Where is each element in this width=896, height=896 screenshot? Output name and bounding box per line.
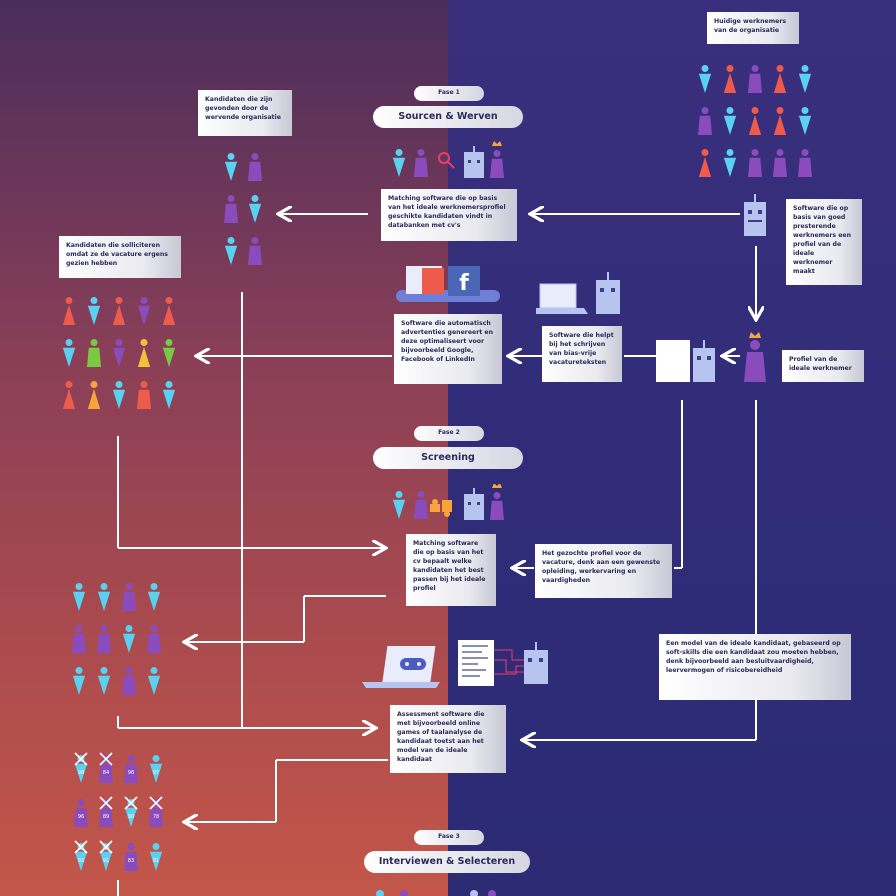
profile-robot-icon <box>744 194 766 236</box>
writing-robot-icon <box>693 340 715 382</box>
box-profiel-ideale-werknemer: Profiel van de ideale werknemer <box>782 350 864 382</box>
box-kandidaten-gevonden: Kandidaten die zijn gevonden door de wer… <box>198 90 292 136</box>
box-model-ideale-kandidaat: Een model van de ideale kandidaat, gebas… <box>659 634 851 700</box>
text-analysis-illustration <box>458 640 548 686</box>
score-label: 90 <box>128 814 134 820</box>
screening-illustration <box>392 484 504 520</box>
score-figure: 98 <box>74 755 88 783</box>
facebook-icon: f <box>448 266 480 296</box>
vacancy-document-icon <box>656 340 690 382</box>
screened-candidates-group <box>72 583 161 695</box>
interview-illustration-partial <box>376 890 496 896</box>
score-label: 84 <box>103 770 109 776</box>
score-label: 98 <box>78 770 84 776</box>
box-kandidaten-solliciteren: Kandidaten die solliciteren omdat ze de … <box>59 236 181 278</box>
phase-3-label: Fase 3 <box>414 830 484 845</box>
advertising-devices-illustration: f <box>396 266 500 302</box>
score-label: 81 <box>153 858 159 864</box>
score-label: 98 <box>128 770 134 776</box>
box-advertenties: Software die automatisch advertenties ge… <box>394 314 502 384</box>
score-label: 78 <box>153 814 159 820</box>
search-icon <box>438 152 455 169</box>
crown-icon <box>492 484 502 488</box>
phase-2-title: Screening <box>373 447 523 469</box>
applicants-group <box>62 297 176 409</box>
box-assessment-software: Assessment software die met bijvoorbeeld… <box>390 705 506 773</box>
rejected-x-marks <box>74 752 163 854</box>
score-label: 93 <box>78 858 84 864</box>
score-label: 91 <box>103 858 109 864</box>
scored-candidates-group: 98 84 98 97 96 89 90 78 93 91 83 81 <box>74 752 163 871</box>
box-matching-software-cv: Matching software die op basis van het i… <box>381 189 517 241</box>
box-matching-software-profiel: Matching software die op basis van het c… <box>406 534 496 606</box>
current-employees-group <box>698 65 812 177</box>
box-gezochte-profiel: Het gezochte profiel voor de vacature, d… <box>535 544 672 598</box>
score-label: 89 <box>103 814 109 820</box>
phase-2-label: Fase 2 <box>414 426 484 441</box>
robot-icon <box>464 146 484 178</box>
score-label: 96 <box>78 814 84 820</box>
bias-software-illustration <box>536 272 620 314</box>
ideal-worker-figure <box>744 332 766 382</box>
score-label: 83 <box>128 858 134 864</box>
crown-icon <box>492 141 502 146</box>
svg-text:f: f <box>459 271 469 296</box>
box-bias-vrije: Software die helpt bij het schrijven van… <box>542 326 622 382</box>
sourcing-illustration <box>392 141 504 178</box>
box-huidige-werknemers: Huidige werknemers van de organisatie <box>707 12 799 44</box>
phase-3-title: Interviewen & Selecteren <box>364 851 530 873</box>
box-software-profiel: Software die op basis van goed presteren… <box>786 199 862 285</box>
crown-icon <box>749 332 761 338</box>
phase-1-title: Sourcen & Werven <box>373 106 523 128</box>
puzzle-icon <box>430 499 452 517</box>
score-label: 97 <box>153 770 159 776</box>
background-left <box>0 0 448 896</box>
phase-1-label: Fase 1 <box>414 86 484 101</box>
gamepad-icon <box>400 658 426 670</box>
found-candidates-group <box>224 153 262 265</box>
assessment-laptop-illustration <box>362 646 440 688</box>
